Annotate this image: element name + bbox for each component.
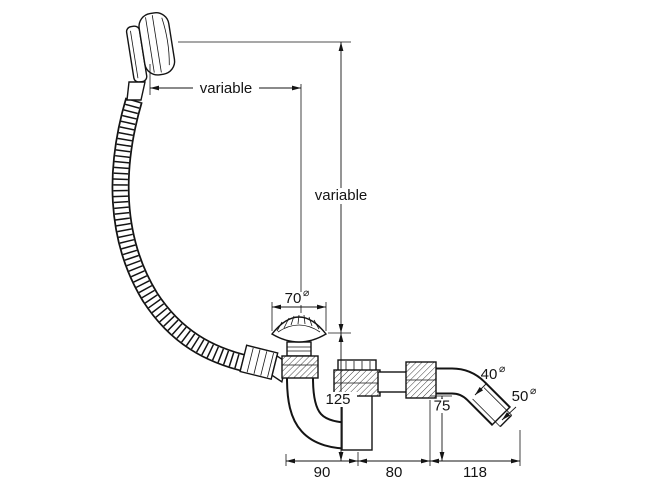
overflow-actuator — [125, 12, 176, 83]
dim-50-label: 50 — [512, 388, 529, 405]
dim-40-label: 40 — [481, 366, 498, 383]
dim-75-label: 75 — [434, 398, 451, 415]
dim-variable-horizontal-label: variable — [200, 80, 253, 97]
hose-union-nut — [239, 344, 288, 384]
outlet-pipe — [377, 371, 409, 393]
overflow-hose — [111, 97, 251, 373]
label-40-diameter: 40 ⌀ — [474, 363, 506, 396]
dim-118-label: 118 — [463, 464, 487, 481]
dim-90-label: 90 — [314, 464, 331, 481]
dim-flange-diameter: 70 ⌀ — [271, 287, 327, 331]
dim-80-label: 80 — [386, 464, 403, 481]
dim-125-label: 125 — [325, 391, 350, 408]
outlet-union-nut — [405, 361, 437, 399]
overflow-funnel — [126, 81, 146, 101]
dim-70-label: 70 — [285, 290, 302, 307]
dim-height-75: 75 — [430, 395, 453, 461]
dim-chain-bottom: 90 80 118 — [285, 400, 521, 481]
dim-variable-vertical-label: variable — [315, 187, 368, 204]
label-50-diameter: 50 ⌀ — [501, 385, 537, 421]
dim-variable-horizontal: variable — [149, 64, 302, 313]
dim-40-diameter-symbol: ⌀ — [499, 363, 506, 375]
dim-height-125: 125 — [319, 333, 357, 461]
drain-flange — [270, 314, 328, 343]
dim-70-diameter-symbol: ⌀ — [303, 287, 310, 299]
dim-variable-vertical: variable — [178, 41, 370, 334]
dim-50-diameter-symbol: ⌀ — [530, 385, 537, 397]
drain-waste-body — [281, 341, 319, 379]
